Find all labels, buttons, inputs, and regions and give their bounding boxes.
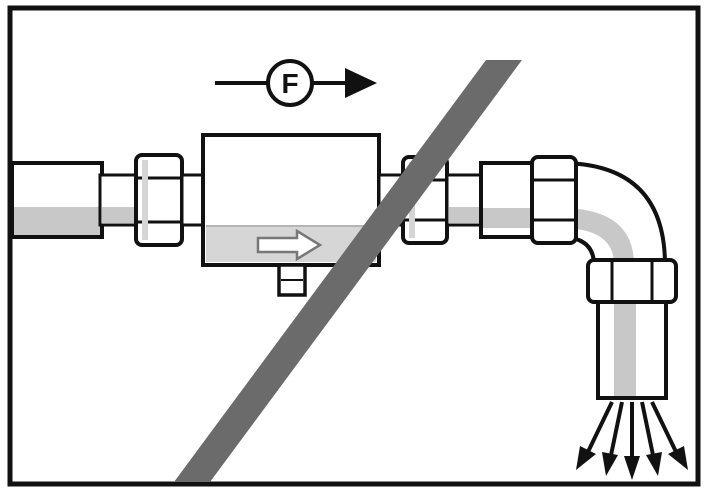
water-outflow-arrows-icon (576, 401, 688, 480)
sensor-connector (277, 263, 307, 297)
downpipe-nut (586, 258, 678, 304)
downpipe (596, 300, 668, 400)
flow-symbol-label: F (281, 68, 298, 99)
inlet-nut (134, 153, 206, 247)
flow-arrow-icon (256, 228, 323, 262)
flow-direction-indicator: F (215, 59, 377, 107)
prohibited-slash-icon (174, 60, 522, 482)
elbow-nut (530, 155, 578, 245)
inlet-pipe (10, 161, 138, 239)
outlet-elbow-pipe (479, 155, 678, 400)
flow-sensor-body (201, 133, 381, 297)
flow-direction-arrow-icon (345, 68, 377, 98)
